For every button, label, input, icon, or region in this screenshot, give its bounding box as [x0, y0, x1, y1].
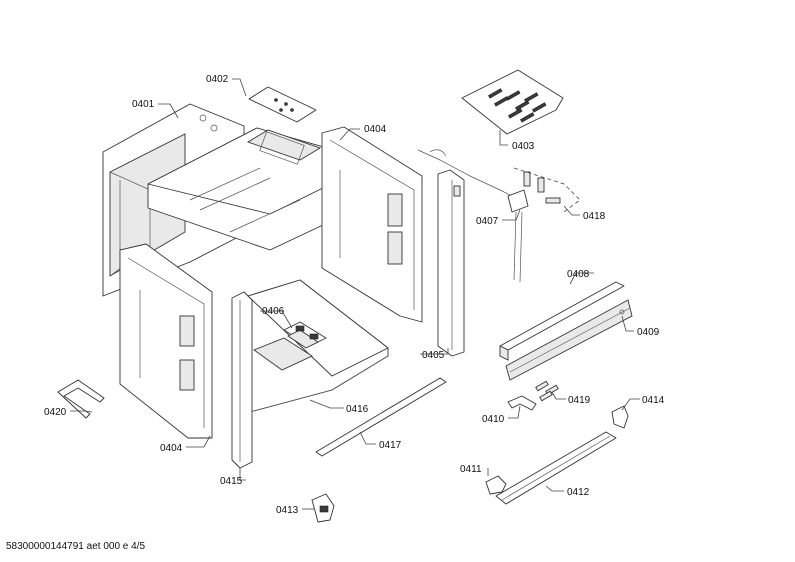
- label-0406: 0406: [262, 306, 285, 317]
- part-0416-cavity-bottom: [247, 279, 389, 413]
- label-0402: 0402: [206, 74, 229, 85]
- label-0419: 0419: [568, 395, 591, 406]
- part-0409-vent-strip: [505, 299, 633, 381]
- part-0402-top-plate: [248, 86, 317, 123]
- part-0420-wire-handle: [57, 379, 105, 419]
- part-0404-side-panel-upper: [321, 126, 423, 323]
- part-0407-cable-sensor: [417, 149, 529, 283]
- label-0403: 0403: [512, 141, 535, 152]
- label-0401: 0401: [132, 99, 155, 110]
- part-0403-screw-bag: [461, 69, 564, 135]
- label-0404-upper: 0404: [364, 124, 387, 135]
- part-0413-latch: [311, 493, 335, 523]
- label-0411: 0411: [460, 464, 482, 475]
- label-0412: 0412: [567, 487, 590, 498]
- label-0418: 0418: [583, 211, 606, 222]
- part-0418-screws: [513, 167, 581, 213]
- part-0410-hinge: [507, 395, 537, 411]
- document-footer: 58300000144791 aet 000 e 4/5: [6, 541, 146, 552]
- leader-lines: [70, 78, 640, 510]
- label-0404-lower: 0404: [160, 443, 183, 454]
- part-0414-clip: [611, 405, 629, 429]
- outer-top-casing: [147, 127, 377, 251]
- label-0415: 0415: [220, 476, 243, 487]
- part-0412-rail: [495, 431, 617, 505]
- part-number-labels: 0401 0402 0403 0404 0405 0406 0407 0408 …: [44, 74, 665, 516]
- label-0407: 0407: [476, 216, 499, 227]
- part-0417-rail: [315, 377, 447, 457]
- label-0416: 0416: [346, 404, 369, 415]
- label-0414: 0414: [642, 395, 665, 406]
- part-0419-screws: [535, 380, 559, 402]
- label-0405: 0405: [422, 350, 445, 361]
- part-0411-bracket: [485, 475, 507, 495]
- label-0409: 0409: [637, 327, 660, 338]
- part-0408-trim-top: [499, 281, 625, 361]
- label-0408: 0408: [567, 269, 590, 280]
- part-0406-connector: [283, 321, 327, 349]
- part-0404-side-panel-lower: [119, 243, 213, 439]
- label-0413: 0413: [276, 505, 299, 516]
- part-0405-front-strip: [437, 169, 465, 357]
- label-0417: 0417: [379, 440, 402, 451]
- part-0415-front-frame: [231, 291, 253, 469]
- label-0410: 0410: [482, 414, 505, 425]
- label-0420: 0420: [44, 407, 67, 418]
